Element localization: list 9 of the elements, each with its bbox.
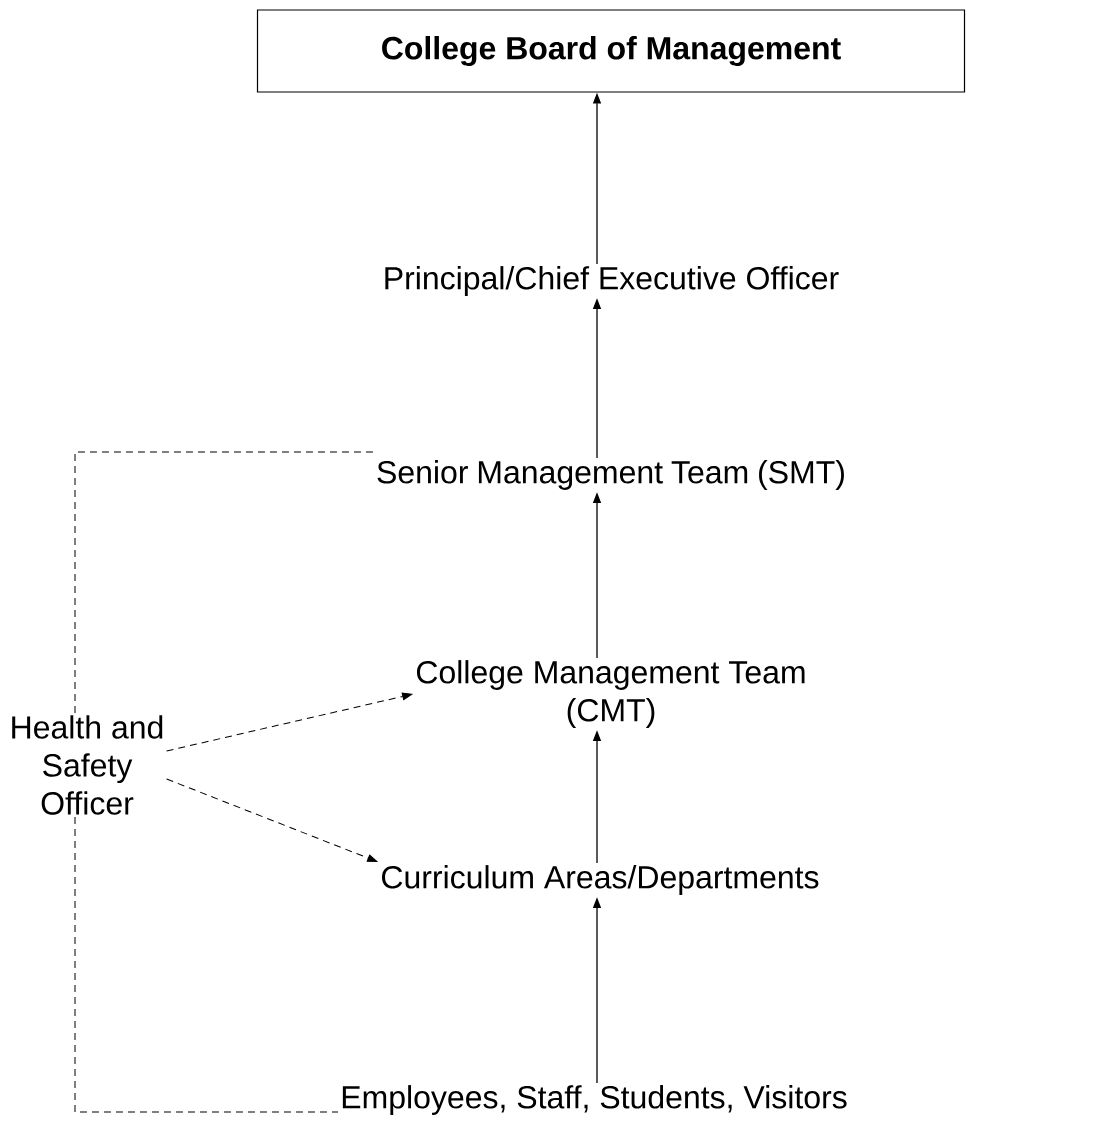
role-label: Curriculum Areas/Departments <box>382 865 819 895</box>
role-label: Employees, Staff, Students, Visitors <box>342 1085 847 1115</box>
role-label: College Management Team (CMT) <box>416 660 805 728</box>
role-label: Senior Management Team (SMT) <box>377 460 844 490</box>
title-box: College Board of Management <box>256 9 966 93</box>
arrow <box>166 692 413 752</box>
role-label: Principal/Chief Executive Officer <box>385 266 839 296</box>
role-label: Health and Safety Officer <box>12 715 163 815</box>
arrow <box>166 778 378 862</box>
